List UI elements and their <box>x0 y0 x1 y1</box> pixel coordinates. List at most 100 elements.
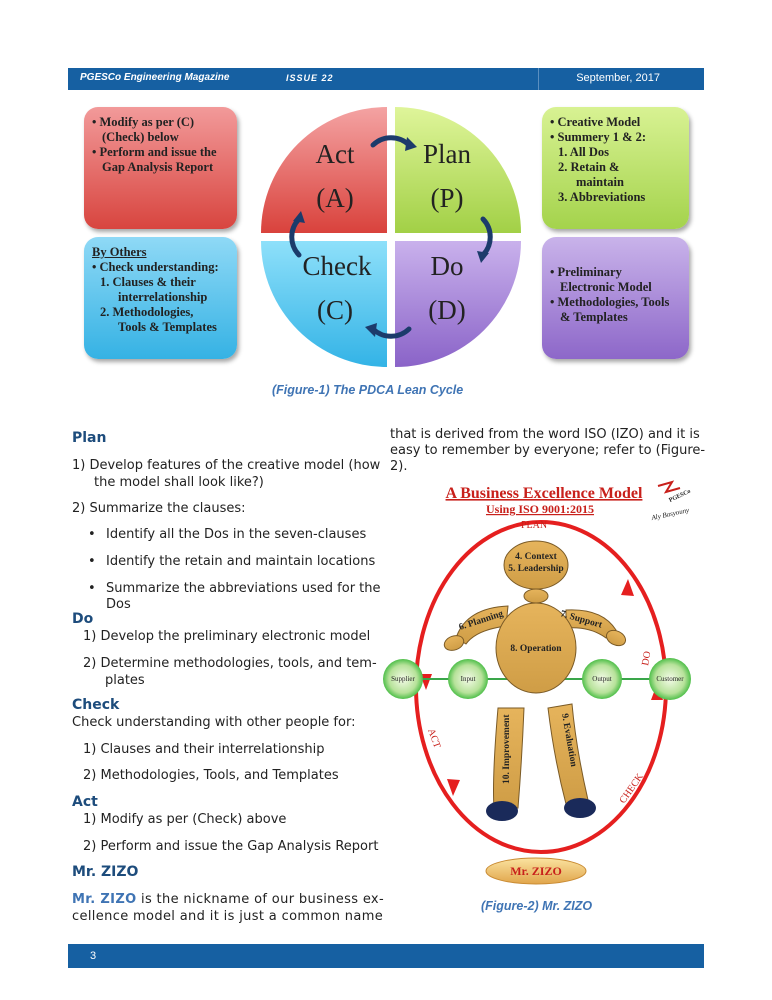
supplier-label: Supplier <box>391 675 415 683</box>
bullet-icon: • <box>88 527 96 542</box>
bullet-icon: • <box>88 581 96 596</box>
plan-bullet-1: Identify all the Dos in the seven-clause… <box>106 527 367 542</box>
do-box-line: Electronic Model <box>560 280 652 294</box>
plan-box-line: • Summery 1 & 2: <box>550 130 647 144</box>
plan-item-2: 2) Summarize the clauses: <box>72 501 246 516</box>
right-foot <box>564 798 596 818</box>
plan-bullet-3: Summarize the abbreviations used for the <box>106 581 381 596</box>
check-letter: (C) <box>317 295 353 325</box>
check-box: By Others • Check understanding: 1. Clau… <box>84 237 237 359</box>
zizo-name-label: Mr. ZIZO <box>510 864 562 878</box>
arrow-act-to-plan <box>370 135 412 148</box>
figure1-caption: (Figure-1) The PDCA Lean Cycle <box>272 383 464 397</box>
plan-box: • Creative Model • Summery 1 & 2: 1. All… <box>542 107 689 229</box>
leadership-label: 5. Leadership <box>508 564 563 574</box>
plan-heading: Plan <box>72 430 107 446</box>
check-item-1: 1) Clauses and their interrelationship <box>83 742 325 757</box>
act-box-line: Gap Analysis Report <box>102 160 214 174</box>
zizo-figure <box>443 540 627 809</box>
plan-item-1-cont: the model shall look like?) <box>94 475 264 490</box>
page-footer: 3 <box>68 944 704 968</box>
arrow-check-to-act <box>289 216 302 258</box>
context-label: 4. Context <box>515 552 558 562</box>
input-label: Input <box>461 675 476 683</box>
check-intro: Check understanding with other people fo… <box>72 715 356 730</box>
check-box-line: interrelationship <box>118 290 208 304</box>
issue-number: ISSUE 22 <box>286 73 334 83</box>
zizo-paragraph-text: is the nickname of our business ex- <box>136 892 385 907</box>
plan-bullet-2: Identify the retain and maintain locatio… <box>106 554 376 569</box>
page-header: PGESCo Engineering Magazine ISSUE 22 Sep… <box>68 68 704 90</box>
figure2-title: A Business Excellence Model <box>446 485 643 502</box>
act-box-line: (Check) below <box>102 130 179 144</box>
do-box-line: & Templates <box>560 310 628 324</box>
cycle-arrow-icon <box>447 779 460 796</box>
check-box-line: 2. Methodologies, <box>100 305 194 319</box>
act-item-1: 1) Modify as per (Check) above <box>83 812 287 827</box>
header-divider <box>538 68 539 90</box>
improvement-label: 10. Improvement <box>502 714 512 784</box>
act-box: • Modify as per (C) (Check) below • Perf… <box>84 107 237 229</box>
act-box-line: • Perform and issue the <box>92 145 217 159</box>
do-item-2: 2) Determine methodologies, tools, and t… <box>83 656 377 671</box>
magazine-title: PGESCo Engineering Magazine <box>80 72 230 83</box>
plan-label: PLAN <box>521 520 547 531</box>
left-foot <box>486 801 518 821</box>
check-box-line: • Check understanding: <box>92 260 219 274</box>
zizo-heading: Mr. ZIZO <box>72 864 139 880</box>
plan-box-line: maintain <box>576 175 624 189</box>
arrow-do-to-check <box>370 326 412 339</box>
do-label: Do <box>431 251 464 281</box>
business-excellence-model-figure: A Business Excellence Model Using ISO 90… <box>383 480 692 885</box>
do-box-line: • Methodologies, Tools <box>550 295 670 309</box>
zizo-paragraph-cont: cellence model and it is just a common n… <box>72 909 384 924</box>
figure2-author: Aly Basyouny <box>650 506 691 522</box>
do-box: • Preliminary Electronic Model • Methodo… <box>542 237 689 359</box>
arrow-plan-to-do <box>480 216 493 258</box>
pgesco-logo: PGESCo <box>657 480 692 504</box>
act-item-2: 2) Perform and issue the Gap Analysis Re… <box>83 839 379 854</box>
output-node <box>582 659 622 699</box>
act-heading: Act <box>72 794 98 810</box>
plan-quadrant <box>395 107 521 233</box>
input-node <box>448 659 488 699</box>
do-letter: (D) <box>428 295 465 325</box>
figure2-subtitle: Using ISO 9001:2015 <box>486 502 594 516</box>
plan-box-line: • Creative Model <box>550 115 641 129</box>
plan-bullet-3-cont: Dos <box>106 597 131 612</box>
cycle-arrow-icon <box>621 579 634 596</box>
output-label: Output <box>592 675 612 683</box>
do-heading: Do <box>72 611 94 627</box>
zizo-name-highlight: Mr. ZIZO <box>72 892 137 907</box>
zizo-paragraph: Mr. ZIZO is the nickname of our business… <box>72 891 384 908</box>
supplier-node <box>383 659 423 699</box>
plan-box-line: 1. All Dos <box>558 145 610 159</box>
check-box-line: 1. Clauses & their <box>100 275 196 289</box>
customer-label: Customer <box>656 675 684 683</box>
do-label: DO <box>640 650 653 666</box>
pdca-cycle-diagram: Act (A) Plan (P) Check (C) Do (D) <box>261 107 521 367</box>
right-paragraph-3: 2). <box>390 459 408 474</box>
customer-node <box>649 658 691 700</box>
zizo-name-plate <box>485 857 587 885</box>
act-label: ACT <box>425 727 442 750</box>
check-box-heading: By Others <box>92 245 147 259</box>
bullet-icon: • <box>88 554 96 569</box>
do-item-2-cont: plates <box>105 673 145 688</box>
check-box-line: Tools & Templates <box>118 320 217 334</box>
plan-box-line: 3. Abbreviations <box>558 190 646 204</box>
act-letter: (A) <box>316 183 353 213</box>
act-label: Act <box>316 139 355 169</box>
plan-label: Plan <box>423 139 472 169</box>
check-item-2: 2) Methodologies, Tools, and Templates <box>83 768 339 783</box>
act-box-line: • Modify as per (C) <box>92 115 195 129</box>
issue-date: September, 2017 <box>576 72 660 84</box>
do-quadrant <box>395 241 521 367</box>
right-paragraph-1: that is derived from the word ISO (IZO) … <box>390 427 700 442</box>
operation-label: 8. Operation <box>510 644 562 654</box>
check-label: Check <box>303 251 372 281</box>
plan-box-line: 2. Retain & <box>558 160 620 174</box>
page-number: 3 <box>90 950 97 962</box>
check-heading: Check <box>72 697 120 713</box>
figure2-caption: (Figure-2) Mr. ZIZO <box>481 899 593 913</box>
